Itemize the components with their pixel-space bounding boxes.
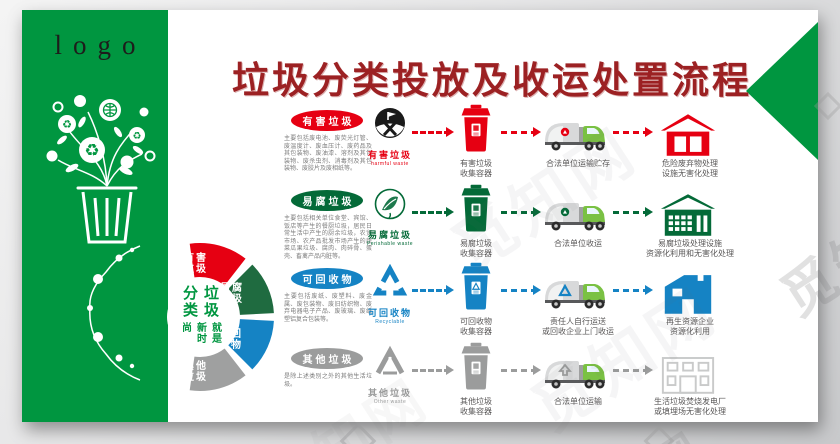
slogan-main: 垃圾分类 bbox=[181, 285, 219, 319]
flow-arrow bbox=[501, 207, 541, 217]
flow-arrow bbox=[501, 365, 541, 375]
facility-caption: 再生资源企业 资源化利用 bbox=[666, 317, 714, 336]
perishable-waste-logo-icon: 易腐垃圾 Perishable waste bbox=[358, 186, 422, 247]
category-description: 主要包括相关单位食堂、宾馆、饭店等产生的餐厨垃圾，居民日常生活中产生的厨余垃圾，… bbox=[284, 216, 372, 260]
icon-label: 有害垃圾 bbox=[367, 150, 412, 160]
harmful-bin-icon bbox=[458, 103, 494, 160]
category-description: 主要包括废电池、废荧光灯管、废温度计、废血压计、废药品及其包装物、废油漆、溶剂及… bbox=[284, 136, 372, 173]
facility-caption: 易腐垃圾处理设施 资源化利用和无害化处理 bbox=[646, 239, 734, 258]
category-description: 主要包括废纸、废塑料、废金属、废包装物、废旧纺织物、废弃电器电子产品、废玻璃、废… bbox=[284, 294, 372, 323]
truck-caption: 合法单位运输贮存 bbox=[546, 159, 610, 168]
flow-arrow bbox=[613, 127, 653, 137]
flow-row-other: 其他垃圾 是除上述类别之外的其他生活垃圾。 其他垃圾 Other waste bbox=[22, 340, 818, 420]
recyclable-logo-icon: 可回收物 Recyclable bbox=[358, 263, 422, 325]
page-title: 垃圾分类投放及收运处置流程 bbox=[232, 61, 752, 102]
icon-sublabel: Perishable waste bbox=[366, 241, 414, 247]
poster: logo ♻ ♻ bbox=[22, 10, 818, 422]
perishable-bin-icon bbox=[458, 183, 494, 240]
flow-arrow bbox=[412, 285, 454, 295]
facility-caption: 危险废弃物处理 设施无害化处理 bbox=[662, 159, 718, 178]
garbage-truck-icon bbox=[543, 273, 609, 314]
watermark-diamond-logo bbox=[339, 422, 377, 444]
bin-caption: 可回收物 收集容器 bbox=[460, 317, 492, 336]
incineration-plant-icon bbox=[659, 350, 717, 400]
flow-row-perishable: 易腐垃圾 主要包括相关单位食堂、宾馆、饭店等产生的餐厨垃圾，居民日常生活中产生的… bbox=[22, 182, 818, 262]
pie-label-other: 其他 垃圾 bbox=[184, 361, 208, 383]
logo: logo bbox=[54, 30, 147, 60]
category-description: 是除上述类别之外的其他生活垃圾。 bbox=[284, 374, 372, 388]
facility-caption: 生活垃圾焚烧发电厂 或填埋场无害化处理 bbox=[654, 397, 726, 416]
icon-label: 易腐垃圾 bbox=[367, 230, 412, 240]
truck-caption: 责任人自行运送 或回收企业上门收运 bbox=[542, 317, 614, 336]
pie-label-harmful: 有害 垃圾 bbox=[184, 253, 208, 275]
pie-label-recyclable: 可回 收物 bbox=[219, 329, 243, 351]
flow-arrow bbox=[613, 207, 653, 217]
recyclable-bin-icon bbox=[458, 261, 494, 318]
icon-label: 其他垃圾 bbox=[367, 388, 412, 398]
flow-arrow bbox=[613, 365, 653, 375]
category-badge: 可回收物 bbox=[284, 268, 370, 289]
slogan-sub: 就是新时尚 bbox=[179, 322, 221, 345]
flow-row-harmful: 有害垃圾 主要包括废电池、废荧光灯管、废温度计、废血压计、废药品及其包装物、废油… bbox=[22, 102, 818, 182]
pie-center-slogan: 垃圾分类 就是新时尚 bbox=[168, 285, 232, 351]
truck-caption: 合法单位收运 bbox=[554, 239, 602, 248]
pie-label-perishable: 易腐 垃圾 bbox=[220, 283, 244, 305]
category-badge: 易腐垃圾 bbox=[284, 190, 370, 211]
garbage-truck-icon bbox=[543, 115, 609, 156]
icon-label: 可回收物 bbox=[367, 308, 412, 318]
icon-sublabel: harmful waste bbox=[371, 161, 409, 167]
flow-row-recyclable: 可回收物 主要包括废纸、废塑料、废金属、废包装物、废旧纺织物、废弃电器电子产品、… bbox=[22, 260, 818, 340]
watermark-diamond-logo bbox=[643, 425, 675, 444]
bin-caption: 有害垃圾 收集容器 bbox=[460, 159, 492, 178]
hazardous-facility-icon bbox=[659, 112, 717, 162]
garbage-truck-icon bbox=[543, 353, 609, 394]
other-waste-logo-icon: 其他垃圾 Other waste bbox=[358, 344, 422, 405]
recycling-enterprise-icon bbox=[659, 270, 717, 320]
bin-caption: 易腐垃圾 收集容器 bbox=[460, 239, 492, 258]
flow-arrow bbox=[613, 285, 653, 295]
perishable-facility-icon bbox=[659, 192, 717, 242]
harmful-waste-logo-icon: 有害垃圾 harmful waste bbox=[358, 106, 422, 167]
flow-arrow bbox=[501, 285, 541, 295]
flow-arrow bbox=[412, 127, 454, 137]
bin-caption: 其他垃圾 收集容器 bbox=[460, 397, 492, 416]
category-badge: 其他垃圾 bbox=[284, 348, 370, 369]
icon-sublabel: Recyclable bbox=[375, 319, 405, 325]
flow-arrow bbox=[412, 365, 454, 375]
flow-arrow bbox=[412, 207, 454, 217]
category-badge: 有害垃圾 bbox=[284, 110, 370, 131]
other-bin-icon bbox=[458, 341, 494, 398]
truck-caption: 合法单位运输 bbox=[554, 397, 602, 406]
icon-sublabel: Other waste bbox=[373, 399, 407, 405]
garbage-truck-icon bbox=[543, 195, 609, 236]
flow-arrow bbox=[501, 127, 541, 137]
